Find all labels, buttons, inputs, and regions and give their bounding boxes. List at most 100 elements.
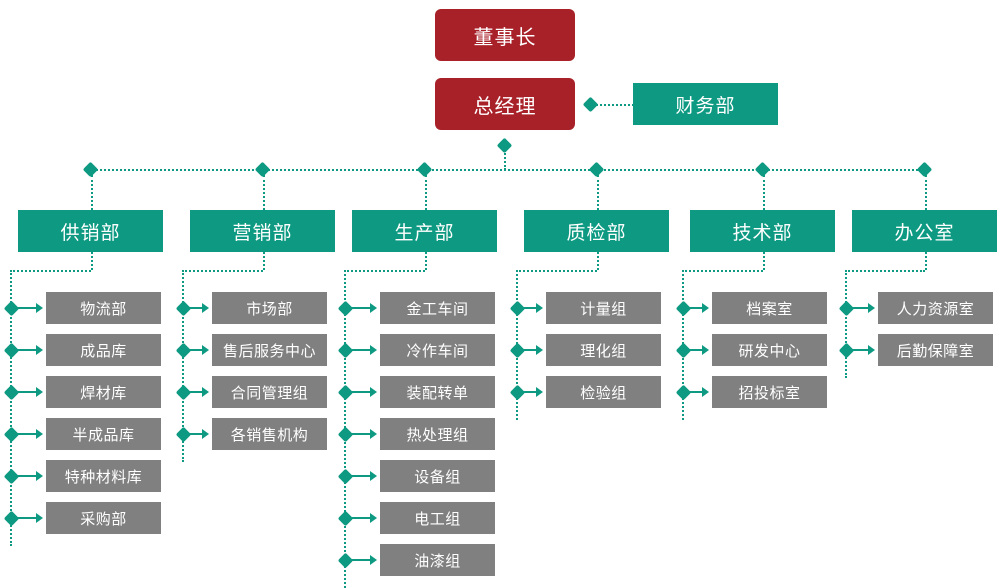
node-unit-quality-inspection-0[interactable]: 计量组 [546,292,661,324]
connector-drop-technology [762,175,765,210]
node-unit-supply-sales-3[interactable]: 半成品库 [46,418,161,450]
node-office[interactable]: 办公室 [852,210,997,252]
node-office-label: 办公室 [894,221,955,244]
connector-arrowhead-production-unit-4 [370,471,377,481]
connector-arrowline-supply-sales-unit-1 [15,349,37,351]
connector-arrowhead-marketing-unit-2 [202,387,209,397]
connector-elbow-quality-inspection [516,270,597,272]
node-general-manager-label: 总经理 [473,93,537,118]
connector-line-trunk [504,150,506,170]
connector-arrowhead-technology-unit-1 [702,345,709,355]
connector-arrowhead-office-unit-1 [868,345,875,355]
connector-arrowline-production-unit-6 [349,559,371,561]
connector-arrowline-supply-sales-unit-0 [15,307,37,309]
connector-arrowline-office-unit-1 [850,349,869,351]
connector-arrowline-supply-sales-unit-2 [15,391,37,393]
node-unit-technology-1[interactable]: 研发中心 [712,334,827,366]
node-unit-label: 装配转单 [406,383,469,402]
connector-elbow-production [344,270,425,272]
node-unit-supply-sales-4[interactable]: 特种材料库 [46,460,161,492]
node-general-manager[interactable]: 总经理 [435,78,575,130]
node-unit-marketing-0[interactable]: 市场部 [212,292,327,324]
connector-drop-office [924,175,927,210]
connector-elbow-stub-marketing [262,252,265,270]
node-unit-label: 成品库 [80,341,127,360]
connector-arrowline-production-unit-2 [349,391,371,393]
connector-arrowline-production-unit-3 [349,433,371,435]
node-unit-production-2[interactable]: 装配转单 [380,376,495,408]
connector-arrowline-supply-sales-unit-4 [15,475,37,477]
node-unit-production-3[interactable]: 热处理组 [380,418,495,450]
connector-arrowline-production-unit-5 [349,517,371,519]
node-technology-label: 技术部 [732,221,793,244]
node-unit-label: 招投标室 [738,383,801,402]
node-unit-label: 理化组 [580,341,627,360]
node-unit-office-1[interactable]: 后勤保障室 [878,334,993,366]
node-unit-marketing-2[interactable]: 合同管理组 [212,376,327,408]
node-quality-inspection-label: 质检部 [566,221,627,244]
connector-arrowline-marketing-unit-2 [187,391,203,393]
connector-spine-marketing [182,270,184,462]
node-unit-production-4[interactable]: 设备组 [380,460,495,492]
node-chairman-label: 董事长 [473,24,537,49]
node-unit-marketing-1[interactable]: 售后服务中心 [212,334,327,366]
node-unit-label: 电工组 [414,509,461,528]
connector-arrowline-production-unit-0 [349,307,371,309]
node-unit-supply-sales-0[interactable]: 物流部 [46,292,161,324]
node-unit-office-0[interactable]: 人力资源室 [878,292,993,324]
connector-spine-supply-sales [10,270,12,546]
connector-elbow-stub-production [424,252,427,270]
connector-arrowhead-production-unit-5 [370,513,377,523]
connector-arrowline-marketing-unit-0 [187,307,203,309]
connector-arrowhead-quality-inspection-unit-2 [536,387,543,397]
connector-arrowline-office-unit-0 [850,307,869,309]
connector-arrowhead-production-unit-1 [370,345,377,355]
node-unit-label: 采购部 [80,509,127,528]
node-supply-sales-label: 供销部 [60,221,121,244]
connector-arrowhead-marketing-unit-0 [202,303,209,313]
node-unit-quality-inspection-1[interactable]: 理化组 [546,334,661,366]
node-unit-label: 半成品库 [72,425,135,444]
node-unit-production-6[interactable]: 油漆组 [380,544,495,576]
connector-elbow-technology [682,270,763,272]
connector-arrowline-marketing-unit-1 [187,349,203,351]
node-chairman[interactable]: 董事长 [435,9,575,61]
node-unit-production-0[interactable]: 金工车间 [380,292,495,324]
node-unit-technology-0[interactable]: 档案室 [712,292,827,324]
connector-arrowline-technology-unit-1 [687,349,703,351]
connector-line-finance [596,104,634,106]
connector-arrowhead-marketing-unit-3 [202,429,209,439]
connector-arrowhead-technology-unit-2 [702,387,709,397]
node-unit-quality-inspection-2[interactable]: 检验组 [546,376,661,408]
node-quality-inspection[interactable]: 质检部 [524,210,669,252]
node-unit-production-5[interactable]: 电工组 [380,502,495,534]
node-unit-label: 热处理组 [406,425,469,444]
connector-arrowhead-production-unit-6 [370,555,377,565]
node-unit-label: 油漆组 [414,551,461,570]
node-unit-supply-sales-1[interactable]: 成品库 [46,334,161,366]
connector-arrowhead-quality-inspection-unit-1 [536,345,543,355]
connector-arrowline-supply-sales-unit-3 [15,433,37,435]
node-production[interactable]: 生产部 [352,210,497,252]
connector-arrowline-quality-inspection-unit-0 [521,307,537,309]
node-unit-production-1[interactable]: 冷作车间 [380,334,495,366]
node-unit-supply-sales-5[interactable]: 采购部 [46,502,161,534]
connector-elbow-office [845,270,925,272]
connector-arrowline-quality-inspection-unit-2 [521,391,537,393]
node-unit-label: 金工车间 [406,299,469,318]
node-finance[interactable]: 财务部 [633,83,778,125]
node-unit-label: 各销售机构 [230,425,309,444]
node-supply-sales[interactable]: 供销部 [18,210,163,252]
node-unit-label: 市场部 [246,299,293,318]
node-technology[interactable]: 技术部 [690,210,835,252]
connector-arrowhead-marketing-unit-1 [202,345,209,355]
node-unit-label: 计量组 [580,299,627,318]
node-marketing[interactable]: 营销部 [190,210,335,252]
connector-arrowhead-production-unit-2 [370,387,377,397]
node-unit-marketing-3[interactable]: 各销售机构 [212,418,327,450]
node-unit-label: 焊材库 [80,383,127,402]
node-unit-supply-sales-2[interactable]: 焊材库 [46,376,161,408]
connector-elbow-marketing [182,270,263,272]
node-unit-technology-2[interactable]: 招投标室 [712,376,827,408]
node-unit-label: 售后服务中心 [222,341,316,360]
